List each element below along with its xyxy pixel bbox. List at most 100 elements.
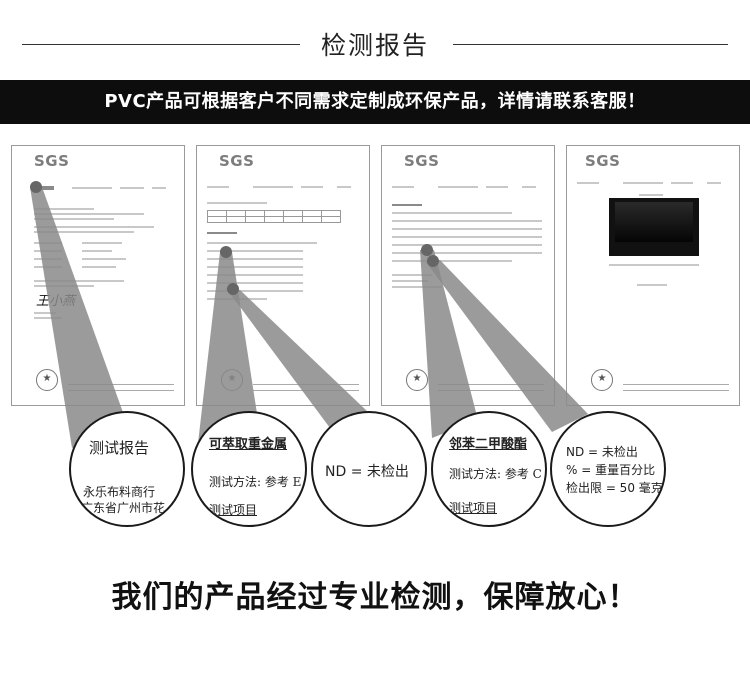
doc-footer-line: [438, 390, 544, 391]
doc-line: [207, 282, 303, 284]
doc-line: [207, 242, 317, 244]
doc-line: [34, 242, 62, 244]
magnified-text: 可萃取重金属: [209, 437, 288, 452]
sgs-logo: SGS: [219, 152, 255, 170]
doc-footer-line: [438, 384, 544, 385]
magnified-text: 邻苯二甲酸酯: [449, 437, 528, 452]
quality-slogan: 我们的产品经过专业检测，保障放心！: [111, 580, 639, 615]
doc-line: [34, 317, 62, 319]
doc-line: [34, 266, 62, 268]
doc-line: [34, 285, 94, 287]
test-report-page-2: SGS: [196, 145, 370, 406]
doc-line: [486, 186, 508, 188]
doc-line: [34, 218, 114, 220]
doc-line: [392, 244, 542, 246]
doc-line: [82, 258, 126, 260]
doc-line: [82, 242, 122, 244]
doc-line: [207, 290, 303, 292]
doc-line: [207, 258, 303, 260]
doc-line: [392, 220, 542, 222]
magnified-text: 测试项目: [209, 503, 258, 517]
doc-line: [392, 260, 512, 262]
doc-line: [392, 280, 428, 282]
certification-seal-icon: [591, 369, 613, 391]
doc-line: [207, 266, 303, 268]
test-report-page-1: SGS 王小燕: [11, 145, 185, 406]
doc-footer-line: [68, 390, 174, 391]
doc-line: [152, 187, 166, 189]
test-report-page-3: SGS: [381, 145, 555, 406]
certification-seal-icon: [406, 369, 428, 391]
signature: 王小燕: [36, 294, 76, 309]
magnified-text: 测试报告: [89, 439, 150, 457]
doc-footer-line: [253, 390, 359, 391]
magnifier-report-header: 测试报告 永乐布料商行 广东省广州市花: [69, 411, 185, 527]
doc-line: [392, 252, 542, 254]
magnified-text: ND = 未检出: [325, 464, 409, 480]
doc-footer-line: [623, 384, 729, 385]
magnifier-heavy-metals: 可萃取重金属 测试方法: 参考 E 测试项目: [191, 411, 307, 527]
doc-line: [34, 280, 124, 282]
doc-line: [392, 236, 542, 238]
doc-line: [72, 187, 112, 189]
doc-line: [707, 182, 721, 184]
certification-seal-icon: [36, 369, 58, 391]
sgs-logo: SGS: [404, 152, 440, 170]
doc-line: [207, 298, 267, 300]
doc-line: [337, 186, 351, 188]
summary-table: [207, 210, 341, 223]
doc-line: [34, 231, 134, 233]
sgs-logo: SGS: [34, 152, 70, 170]
doc-line: [207, 232, 237, 234]
doc-line: [392, 228, 542, 230]
doc-line: [392, 212, 512, 214]
test-report-page-4: SGS: [566, 145, 740, 406]
doc-footer-line: [253, 384, 359, 385]
doc-line: [34, 208, 94, 210]
page-title: 检测报告: [320, 31, 429, 60]
doc-line: [392, 286, 442, 288]
doc-line: [82, 266, 116, 268]
doc-line: [392, 186, 414, 188]
magnified-text: % = 重量百分比: [566, 463, 656, 477]
certification-seal-icon: [221, 369, 243, 391]
doc-line: [34, 312, 56, 314]
doc-line: [301, 186, 323, 188]
doc-line: [207, 186, 229, 188]
magnified-text: 测试方法: 参考 E: [209, 475, 302, 489]
doc-line: [34, 226, 154, 228]
doc-line: [82, 250, 112, 252]
doc-line: [207, 250, 303, 252]
magnified-text: 检出限 = 50 毫克: [566, 481, 663, 495]
magnified-text: 广东省广州市花: [81, 501, 166, 515]
doc-line: [522, 186, 536, 188]
doc-line: [392, 204, 422, 206]
magnifier-nd-legend: ND = 未检出: [311, 411, 427, 527]
doc-line: [438, 186, 478, 188]
doc-line: [392, 274, 432, 276]
doc-line: [577, 182, 599, 184]
doc-line: [639, 194, 663, 196]
magnifier-phthalates: 邻苯二甲酸酯 测试方法: 参考 C 测试项目: [431, 411, 547, 527]
magnifier-legend-notes: ND = 未检出 % = 重量百分比 检出限 = 50 毫克: [550, 411, 666, 527]
doc-line: [637, 284, 667, 286]
magnified-text: ND = 未检出: [566, 445, 638, 459]
doc-line: [34, 186, 54, 190]
doc-footer-line: [68, 384, 174, 385]
title-right-rule: [453, 44, 728, 45]
title-left-rule: [22, 44, 300, 45]
doc-line: [34, 213, 144, 215]
magnified-text: 测试方法: 参考 C: [449, 467, 542, 481]
magnified-text: 测试项目: [449, 501, 498, 515]
sgs-logo: SGS: [585, 152, 621, 170]
doc-line: [623, 182, 663, 184]
doc-line: [609, 264, 699, 266]
doc-line: [120, 187, 144, 189]
doc-line: [253, 186, 293, 188]
sample-photo: [609, 198, 699, 256]
promo-banner: PVC产品可根据客户不同需求定制成环保产品，详情请联系客服！: [0, 80, 750, 124]
doc-footer-line: [623, 390, 729, 391]
magnified-text: 永乐布料商行: [83, 485, 156, 499]
doc-line: [34, 258, 62, 260]
doc-line: [207, 274, 303, 276]
